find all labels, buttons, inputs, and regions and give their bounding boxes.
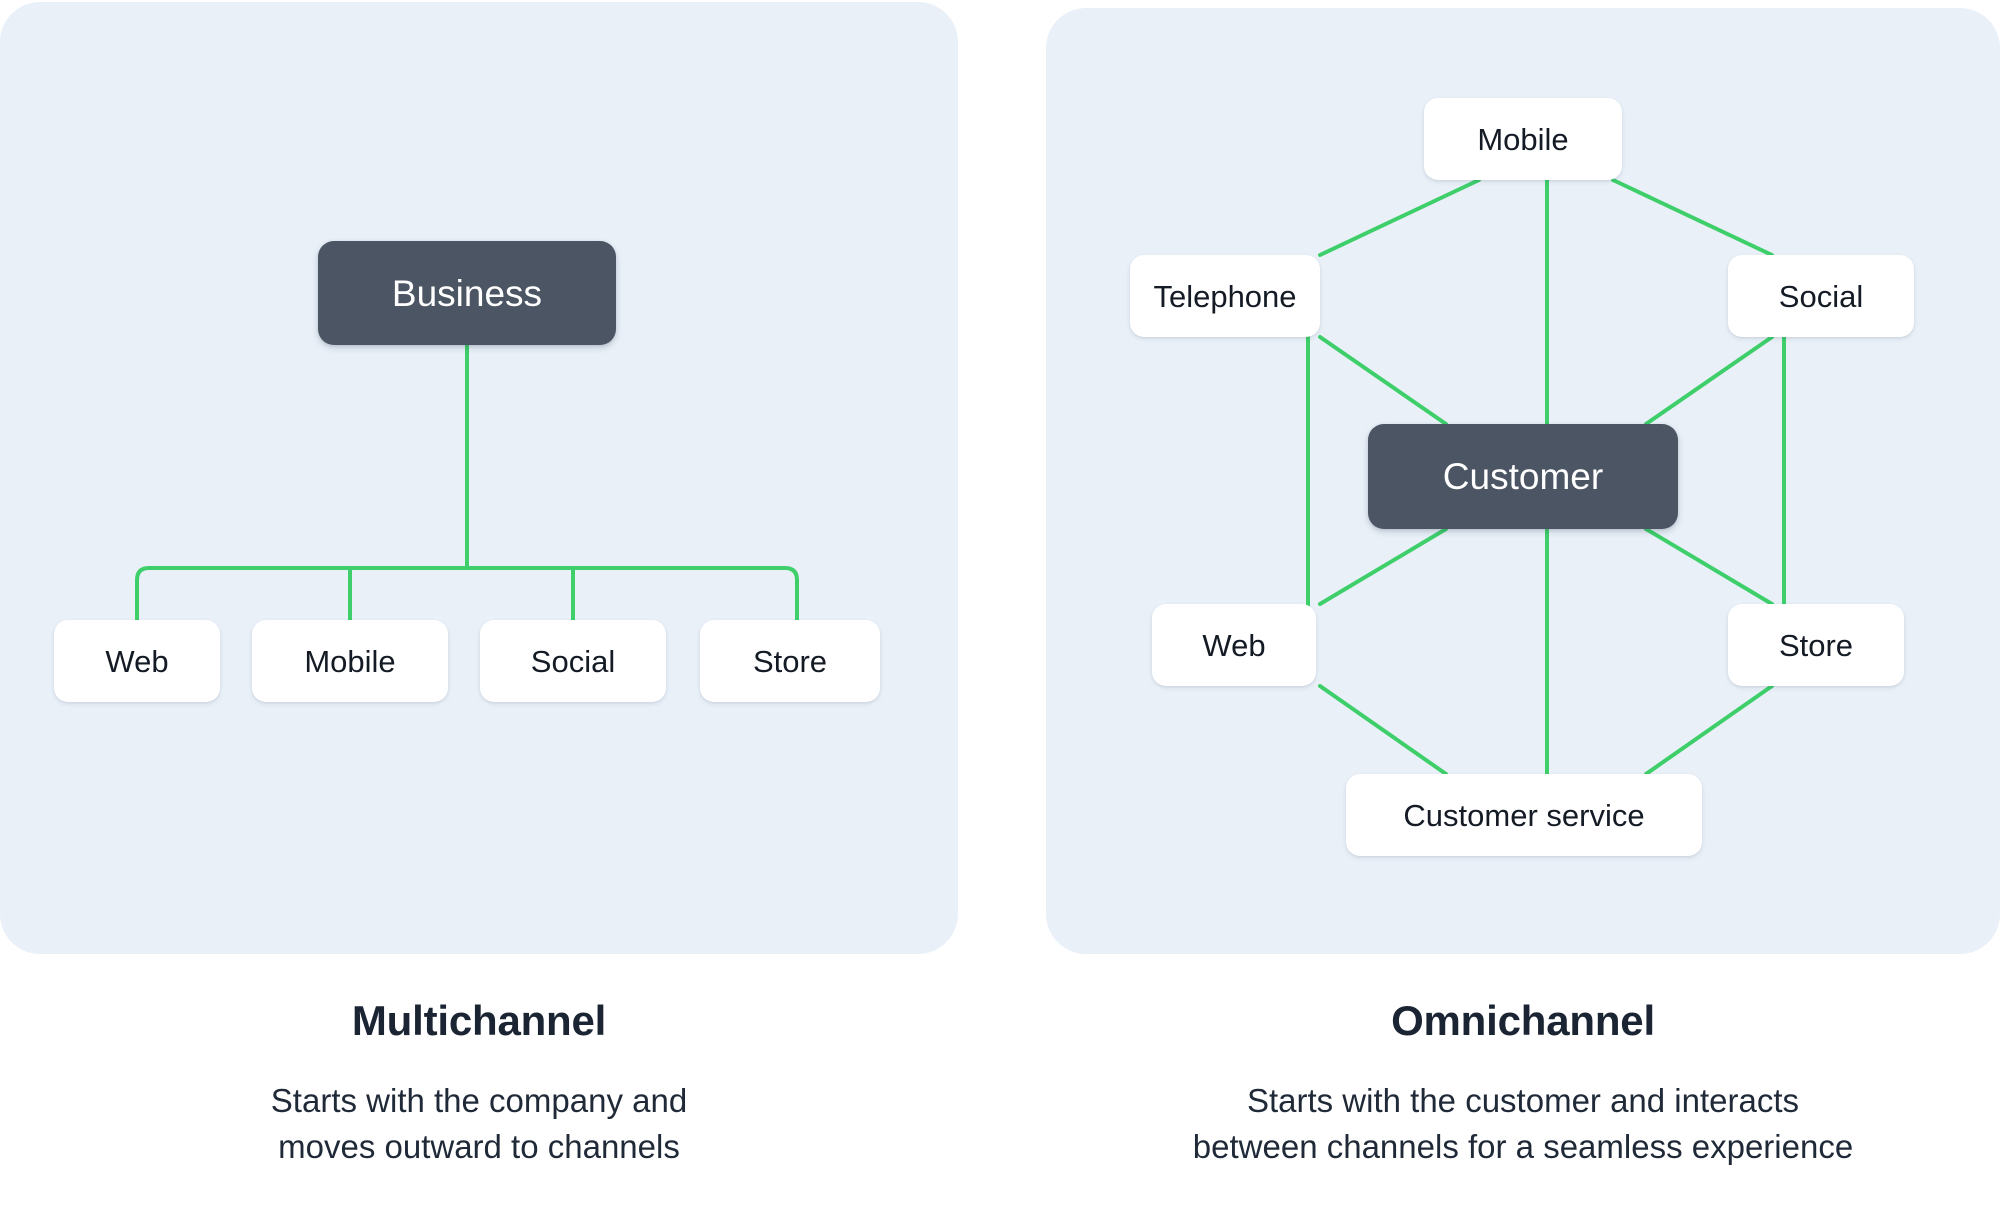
omnichannel-caption-line1: Starts with the customer and interacts: [1246, 1082, 1800, 1119]
node-omnichannel-telephone[interactable]: Telephone: [1130, 255, 1320, 337]
node-omnichannel-mobile[interactable]: Mobile: [1424, 98, 1622, 180]
node-omnichannel-store[interactable]: Store: [1728, 604, 1904, 686]
multichannel-edges: [123, 345, 811, 656]
multichannel-panel: Business Web Mobile Social Store: [0, 2, 958, 954]
edge-store-service: [1644, 684, 1774, 776]
edge-channel-bus: [135, 566, 799, 590]
multichannel-caption-title: Multichannel: [351, 997, 607, 1044]
edge-mobile-telephone: [1318, 178, 1481, 257]
edge-mobile-social: [1611, 178, 1774, 257]
edge-web-service: [1318, 684, 1448, 776]
multichannel-caption-line1: Starts with the company and: [270, 1082, 688, 1119]
edge-customer-web: [1318, 527, 1448, 606]
edge-social-customer: [1644, 335, 1774, 426]
omnichannel-caption: Omnichannel Starts with the customer and…: [1046, 1000, 2000, 1169]
node-multichannel-social[interactable]: Social: [480, 620, 666, 702]
node-customer[interactable]: Customer: [1368, 424, 1678, 529]
multichannel-caption: Multichannel Starts with the company and…: [0, 1000, 958, 1169]
omnichannel-caption-body: Starts with the customer and interacts b…: [1046, 1078, 2000, 1169]
node-omnichannel-social[interactable]: Social: [1728, 255, 1914, 337]
omnichannel-caption-title: Omnichannel: [1391, 997, 1655, 1044]
node-business[interactable]: Business: [318, 241, 616, 345]
node-multichannel-store[interactable]: Store: [700, 620, 880, 702]
node-multichannel-web[interactable]: Web: [54, 620, 220, 702]
omnichannel-caption-line2: between channels for a seamless experien…: [1192, 1127, 1854, 1165]
edge-customer-store: [1644, 527, 1774, 606]
node-omnichannel-customer-service[interactable]: Customer service: [1346, 774, 1702, 856]
node-multichannel-mobile[interactable]: Mobile: [252, 620, 448, 702]
multichannel-caption-body: Starts with the company and moves outwar…: [0, 1078, 958, 1169]
edge-telephone-customer: [1318, 335, 1448, 426]
node-omnichannel-web[interactable]: Web: [1152, 604, 1316, 686]
multichannel-caption-line2: moves outward to channels: [278, 1127, 680, 1165]
